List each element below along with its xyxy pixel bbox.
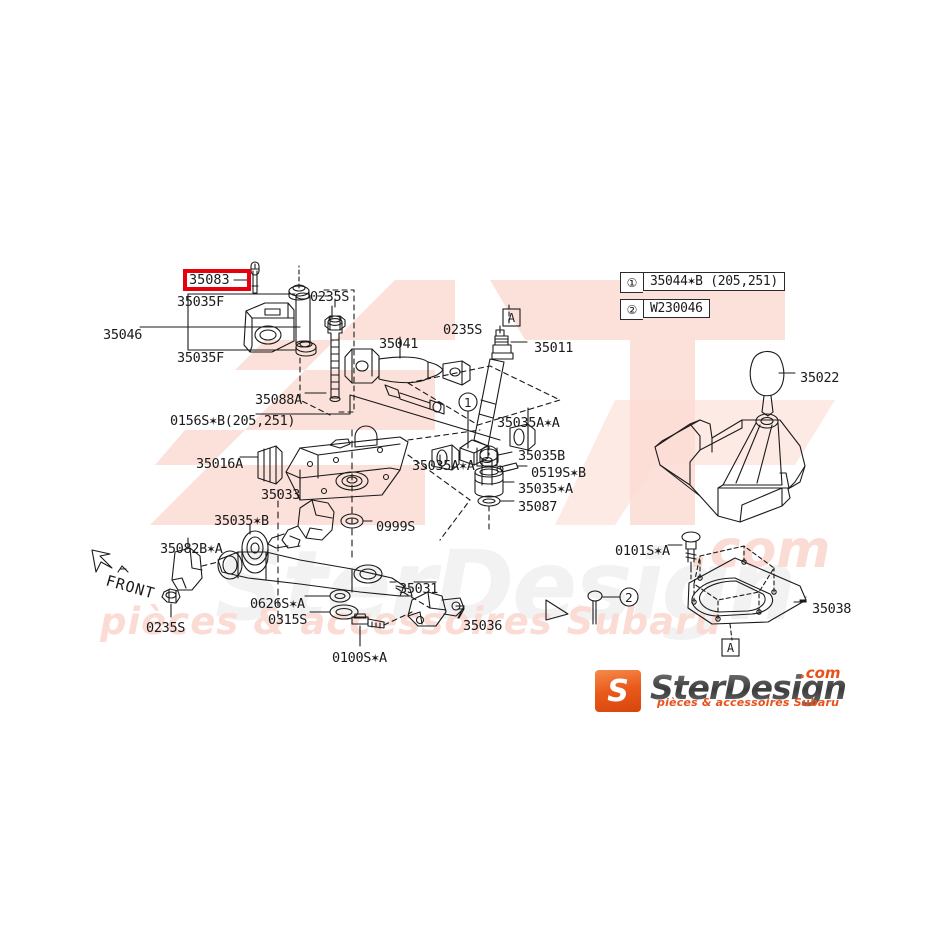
part-callout-0100SA: 0100S✶A bbox=[332, 650, 387, 666]
part-callout-35088A: 35088A bbox=[255, 392, 302, 408]
part-callout-35036: 35036 bbox=[463, 618, 503, 634]
legend-marker-1: ① bbox=[620, 272, 643, 293]
part-callout-0101SA: 0101S✶A bbox=[615, 543, 670, 559]
part-callout-35041: 35041 bbox=[379, 336, 419, 352]
sterdesign-logo[interactable]: S SterDesign .com pièces & accessoires S… bbox=[595, 664, 855, 716]
part-callout-35033: 35033 bbox=[261, 487, 301, 503]
part-callout-0235S: 0235S bbox=[310, 289, 350, 305]
legend-box: ① 35044✶B (205,251) ② W230046 bbox=[620, 272, 785, 326]
logo-brand-name: SterDesign bbox=[650, 668, 847, 707]
legend-row: ① 35044✶B (205,251) bbox=[620, 272, 785, 293]
part-callout-35035F: 35035F bbox=[177, 350, 224, 366]
svg-text:2: 2 bbox=[625, 591, 633, 605]
part-callout-0626SA: 0626S✶A bbox=[250, 596, 305, 612]
part-callout-35035B: 35035B bbox=[518, 448, 565, 464]
highlighted-part-box[interactable] bbox=[183, 269, 251, 291]
part-callout-0999S: 0999S bbox=[376, 519, 416, 535]
part-callout-35022: 35022 bbox=[800, 370, 840, 386]
part-callout-35035B: 35035✶B bbox=[214, 513, 269, 529]
part-callout-35046: 35046 bbox=[103, 327, 143, 343]
part-callout-35016A: 35016A bbox=[196, 456, 243, 472]
svg-text:1: 1 bbox=[464, 396, 472, 410]
part-callout-35031: 35031 bbox=[399, 581, 439, 597]
part-callout-35035AA: 35035A✶A bbox=[412, 458, 475, 474]
logo-mark-letter: S bbox=[607, 673, 629, 709]
part-callout-35035F: 35035F bbox=[177, 294, 224, 310]
part-callout-35011: 35011 bbox=[534, 340, 574, 356]
logo-tagline: pièces & accessoires Subaru bbox=[657, 696, 840, 709]
part-callout-0315S: 0315S bbox=[268, 612, 308, 628]
legend-text-1: 35044✶B (205,251) bbox=[643, 272, 785, 291]
part-callout-0235S: 0235S bbox=[443, 322, 483, 338]
part-callout-35035AA: 35035A✶A bbox=[497, 415, 560, 431]
part-callout-35087: 35087 bbox=[518, 499, 558, 515]
logo-mark-icon bbox=[595, 670, 641, 712]
svg-text:FRONT: FRONT bbox=[104, 572, 157, 603]
legend-row: ② W230046 bbox=[620, 299, 785, 320]
legend-text-2: W230046 bbox=[643, 299, 710, 318]
part-callout-35038: 35038 bbox=[812, 601, 852, 617]
part-callout-0519SB: 0519S✶B bbox=[531, 465, 586, 481]
legend-marker-2: ② bbox=[620, 299, 643, 320]
highlighted-part-number: 35083 bbox=[189, 272, 230, 288]
part-callout-0156SB205251: 0156S✶B(205,251) bbox=[170, 413, 296, 429]
part-callout-0235S: 0235S bbox=[146, 620, 186, 636]
part-callout-35035A: 35035✶A bbox=[518, 481, 573, 497]
part-callout-35082BA: 35082B✶A bbox=[160, 541, 223, 557]
logo-tld: .com bbox=[800, 664, 841, 682]
